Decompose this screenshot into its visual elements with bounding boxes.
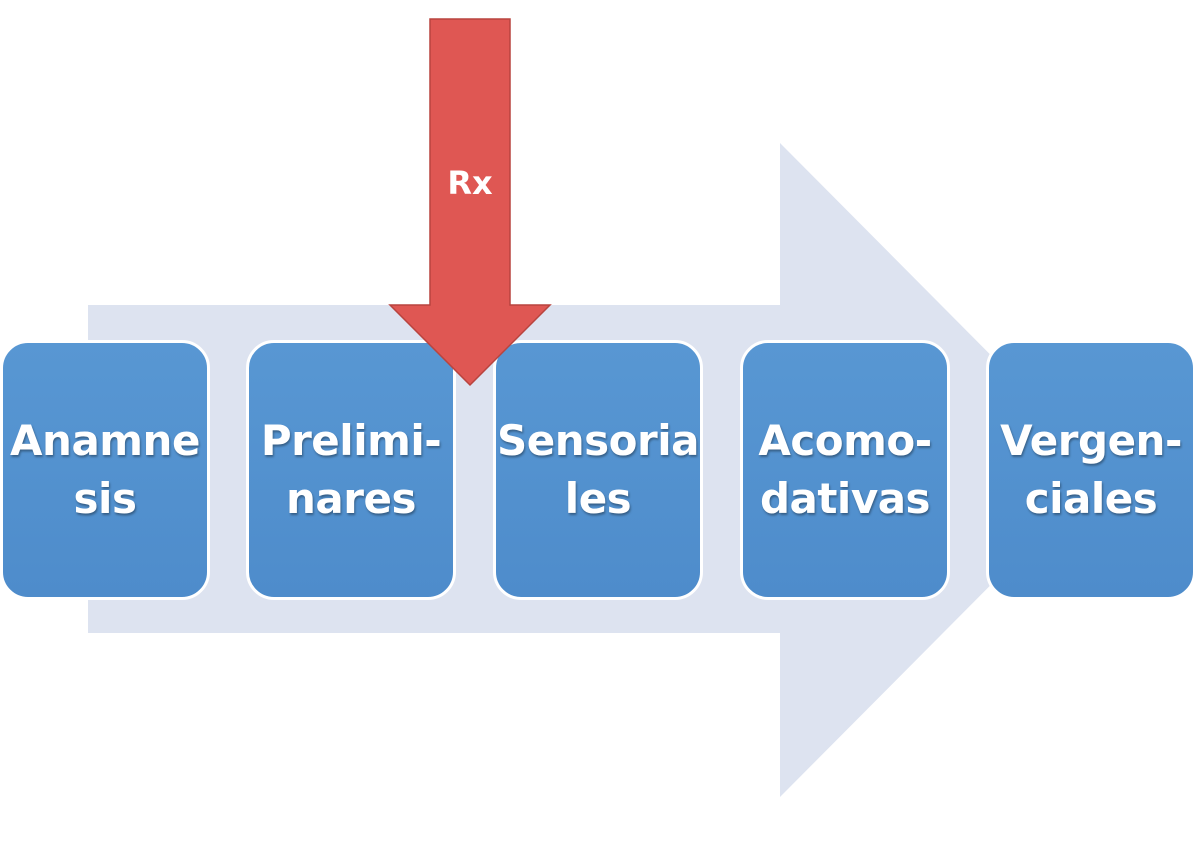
step-preliminares: Prelimi- nares <box>246 340 456 600</box>
step-label-sensoriales: Sensoria les <box>497 416 699 523</box>
step-label-anamnesis: Anamne sis <box>10 416 200 523</box>
step-acomodativas: Acomo- dativas <box>740 340 950 600</box>
step-anamnesis: Anamne sis <box>0 340 210 600</box>
step-label-preliminares: Prelimi- nares <box>260 416 442 523</box>
step-vergenciales: Vergen- ciales <box>986 340 1196 600</box>
step-label-vergenciales: Vergen- ciales <box>1000 416 1182 523</box>
step-sensoriales: Sensoria les <box>493 340 703 600</box>
step-label-acomodativas: Acomo- dativas <box>758 416 932 523</box>
rx-label: Rx <box>447 164 493 202</box>
